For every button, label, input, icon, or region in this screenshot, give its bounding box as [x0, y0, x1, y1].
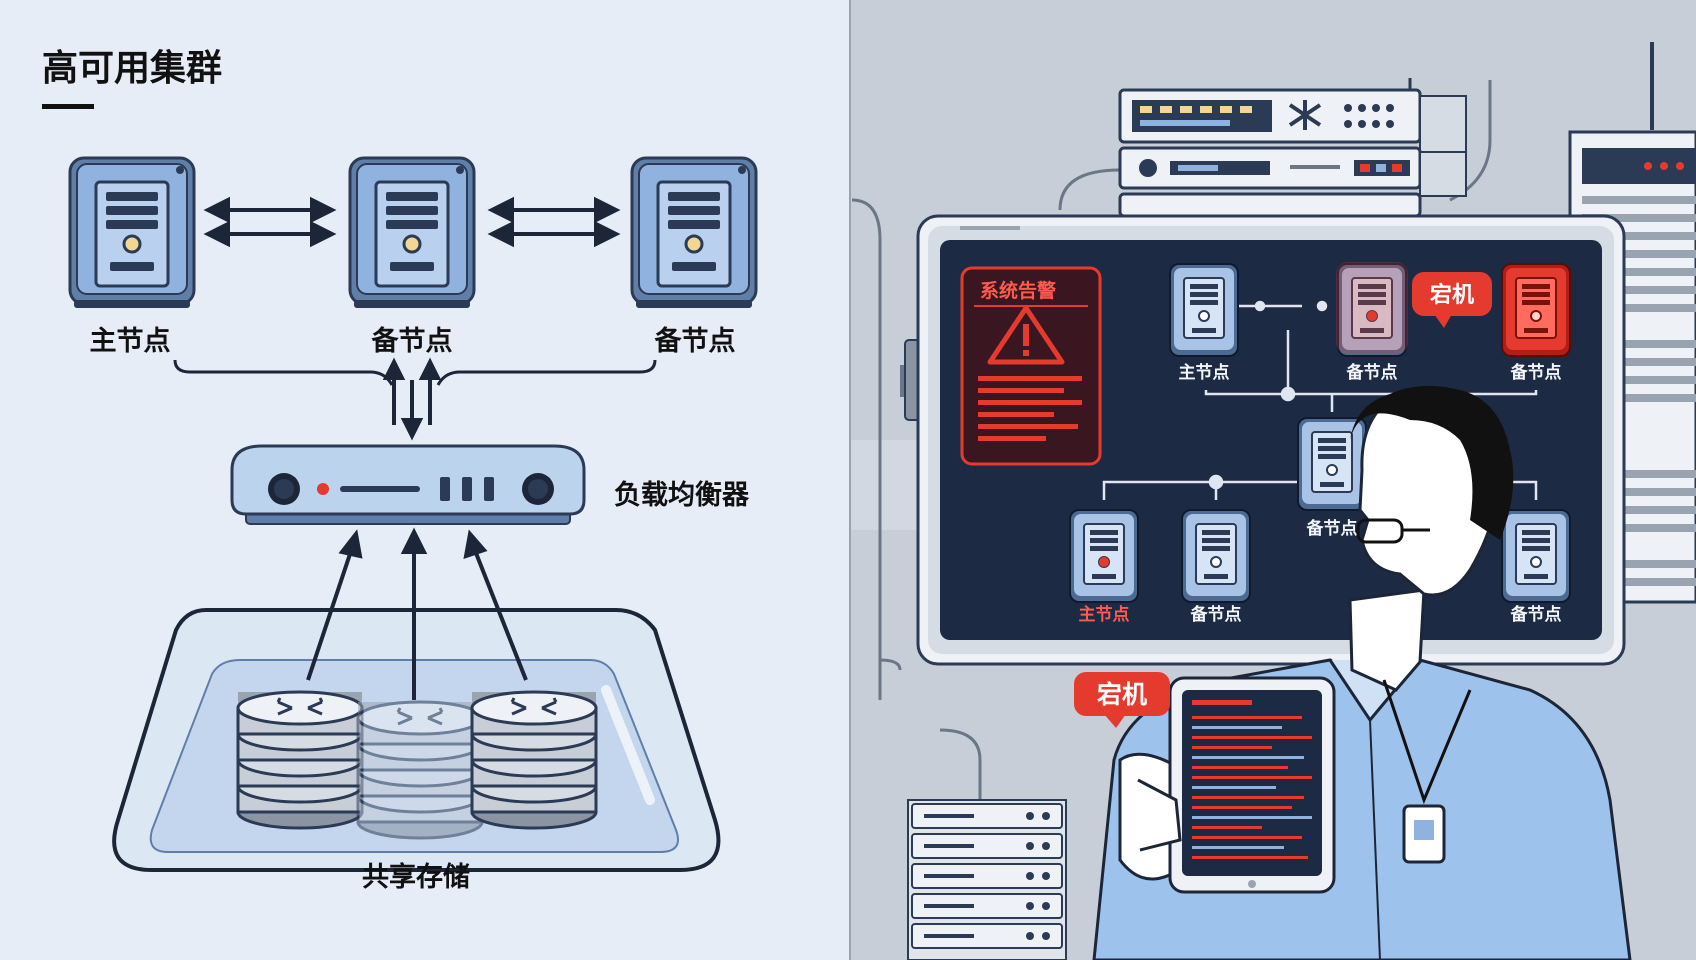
sync-arrow-left	[203, 196, 337, 248]
monitor-node-bottom-primary-icon	[1069, 509, 1139, 603]
disk-stack-3-icon	[470, 690, 598, 830]
node-label-primary: 主节点	[90, 326, 171, 357]
sync-arrow-right	[487, 196, 621, 248]
monitor-label-bottom-primary: 主节点	[1079, 604, 1130, 625]
page-title: 高可用集群	[42, 48, 222, 89]
tablet-badge-text: 宕机	[1097, 680, 1147, 709]
down-badge-text: 宕机	[1430, 282, 1474, 308]
server-standby-2-icon	[630, 156, 758, 310]
monitor-node-bottom-standby-2-icon	[1501, 509, 1571, 603]
disk-stack-2-icon	[356, 700, 484, 840]
monitor-label-standby-2: 备节点	[1510, 362, 1562, 383]
monitor-node-middle-icon	[1297, 417, 1367, 511]
bottom-fault-indicator-icon	[1099, 557, 1109, 567]
hair	[1350, 385, 1514, 540]
alert-title: 系统告警	[980, 279, 1056, 302]
storage-up-arrows	[306, 527, 528, 700]
neck	[1348, 588, 1426, 692]
monitor-label-standby-1: 备节点	[1346, 362, 1398, 383]
fault-indicator-icon	[1367, 311, 1377, 321]
lanyard	[1382, 679, 1472, 805]
monitor-label-primary: 主节点	[1179, 362, 1230, 383]
alert-panel	[960, 266, 1102, 466]
monitor-label-bottom-standby-2: 备节点	[1510, 604, 1562, 625]
server-primary-icon	[68, 156, 196, 310]
storage-label: 共享存储	[362, 861, 470, 893]
tablet-icon	[1118, 676, 1336, 894]
warning-triangle-icon	[987, 305, 1065, 365]
bidirectional-arrows	[382, 357, 442, 441]
down-badge	[1412, 272, 1492, 328]
connector-right	[436, 359, 657, 386]
tablet-badge	[1074, 672, 1170, 728]
fault-glow	[1336, 262, 1408, 354]
glass-reflection	[601, 685, 655, 805]
server-standby-1-icon	[348, 156, 476, 310]
monitor-label-middle: 备节点	[1306, 518, 1358, 539]
title-underline	[42, 104, 94, 109]
node-label-standby-2: 备节点	[654, 326, 736, 357]
disk-stack-1-icon	[236, 690, 364, 830]
load-balancer-label: 负载均衡器	[614, 480, 750, 511]
monitor-label-bottom-standby-1: 备节点	[1190, 604, 1242, 625]
monitor-node-down-icon	[1501, 263, 1571, 357]
top-rack-icon	[1118, 78, 1467, 218]
lower-rack-icon	[907, 799, 1067, 960]
load-balancer-icon	[230, 444, 586, 525]
monitor-node-primary-icon	[1169, 263, 1239, 357]
right-server-tower-icon	[1568, 42, 1696, 604]
monitor-node-bottom-standby-1-icon	[1181, 509, 1251, 603]
node-label-standby-1: 备节点	[371, 326, 453, 357]
